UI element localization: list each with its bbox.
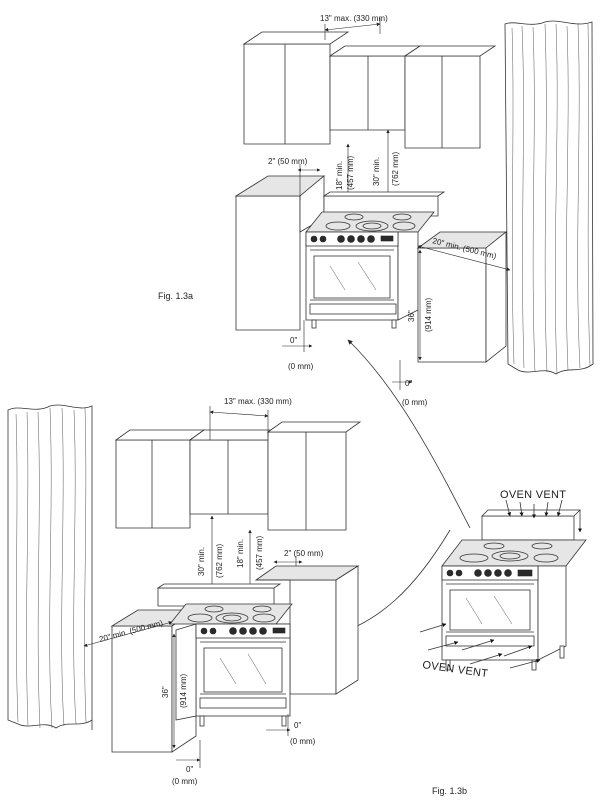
- upper-cabinets-b: [114, 421, 362, 531]
- dim-depth-max-b: 13" max. (330 mm): [209, 397, 292, 440]
- label-side-gap-a: 2" (50 mm): [268, 157, 308, 166]
- label-zero-right-in-a: 0": [405, 379, 412, 388]
- dim-depth-max-a: 13" max. (330 mm): [320, 14, 388, 40]
- label-cab-min-mm-a: (762 mm): [391, 151, 400, 186]
- label-zero-right-mm-b: (0 mm): [290, 737, 316, 746]
- dim-height-a: 36" (914 mm): [407, 249, 433, 361]
- dim-zero-a: 0" (0 mm) 0" (0 mm): [282, 320, 428, 407]
- range-cooker-b: [156, 583, 293, 727]
- callout-arrow-top: [347, 339, 471, 529]
- label-zero-left-mm-b: (0 mm): [172, 777, 198, 786]
- label-height-in-a: 36": [407, 310, 416, 322]
- label-zero-right-mm-a: (0 mm): [402, 398, 428, 407]
- figure-1-3a: 13" max. (330 mm) 2" (50 mm) 18" min. (4…: [158, 14, 594, 407]
- label-hood-min-mm-a: (457 mm): [346, 155, 355, 190]
- curtain-left: [7, 404, 93, 729]
- label-height-in-b: 36": [161, 686, 170, 698]
- label-hood-min-in-a: 18" min.: [335, 161, 344, 190]
- label-zero-right-in-b: 0": [294, 721, 301, 730]
- range-cooker-a: [305, 191, 446, 329]
- label-oven-vent-top: OVEN VENT: [500, 489, 566, 501]
- label-height-mm-b: (914 mm): [179, 673, 188, 708]
- label-cab-min-in-a: 30" min.: [372, 157, 381, 186]
- label-zero-left-mm-a: (0 mm): [288, 362, 314, 371]
- label-side-gap-b: 2" (50 mm): [284, 549, 324, 558]
- dim-zero-b: 0" (0 mm) 0" (0 mm): [172, 714, 316, 786]
- figure-1-3b-vent-detail: OVEN VENT: [419, 489, 587, 796]
- curtain-right: [504, 20, 594, 375]
- label-hood-min-mm-b: (457 mm): [255, 535, 264, 570]
- label-cab-min-mm-b: (762 mm): [215, 543, 224, 578]
- caption-fig-b: Fig. 1.3b: [432, 786, 467, 796]
- upper-cabinets-a: [242, 31, 497, 149]
- dim-side-gap-a: 2" (50 mm): [268, 157, 321, 200]
- label-height-mm-a: (914 mm): [424, 297, 433, 332]
- label-oven-vent-bottom: OVEN VENT: [422, 659, 489, 680]
- caption-fig-a: Fig. 1.3a: [158, 291, 193, 301]
- label-depth-max-b: 13" max. (330 mm): [224, 397, 292, 406]
- label-zero-left-in-b: 0": [186, 765, 193, 774]
- dim-vertical-b: 30" min. (762 mm) 18" min. (457 mm): [197, 515, 264, 605]
- label-zero-left-in-a: 0": [290, 336, 297, 345]
- dim-height-b: 36" (914 mm): [161, 633, 188, 749]
- label-cab-min-in-b: 30" min.: [197, 547, 206, 576]
- label-hood-min-in-b: 18" min.: [236, 539, 245, 568]
- figure-bottom: 13" max. (330 mm) 30" min. (762 mm) 18" …: [7, 397, 362, 786]
- label-depth-max-a: 13" max. (330 mm): [320, 14, 388, 23]
